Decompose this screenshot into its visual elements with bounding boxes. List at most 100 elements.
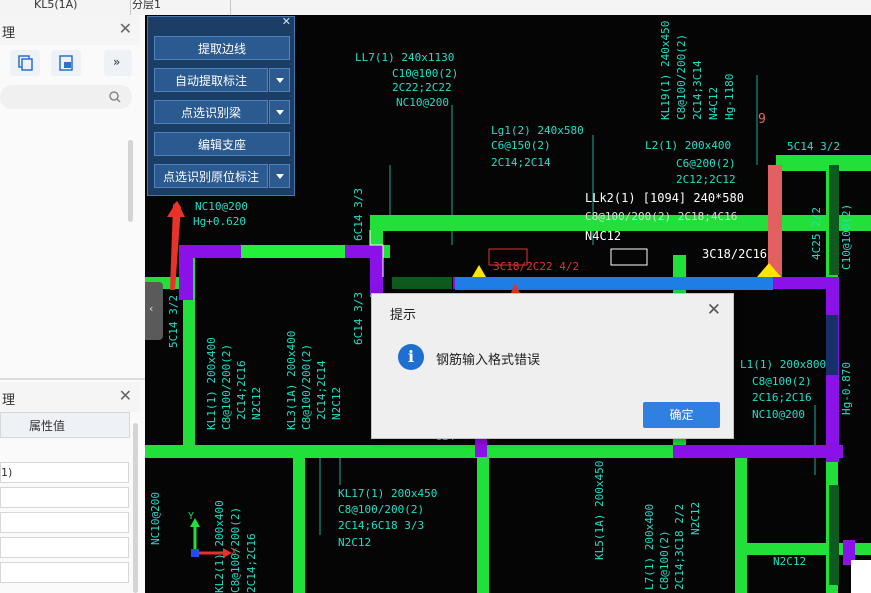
error-label: 3C18/2C22 4/2 (493, 260, 580, 273)
properties-column-header: 属性值 (0, 412, 130, 438)
chevron-down-icon[interactable] (269, 164, 290, 188)
property-row[interactable] (0, 537, 129, 558)
property-row[interactable] (0, 562, 129, 583)
selected-beam-label: C8@100/200(2) 2C18;4C16 (585, 210, 738, 223)
beam-label: KL3(1A) 200x400 (285, 330, 298, 430)
beam-label: 2C22;2C22 (392, 81, 452, 94)
beam-label: C6@150(2) (491, 139, 551, 152)
beam-label: C10@100(2) (840, 203, 853, 270)
export-icon (59, 55, 73, 71)
beam-label: KL1(1) 200x400 (205, 337, 218, 430)
beam-label: C10@100(2) (392, 67, 459, 80)
beam-label: NC10@200 (396, 96, 449, 109)
annotation-layer: LL7(1) 240x1130 C10@100(2) 2C22;2C22 NC1… (145, 15, 871, 593)
close-icon[interactable]: ✕ (118, 19, 132, 38)
beam-label: KL19(1) 240x450 (659, 20, 672, 120)
property-value-header: 属性值 (29, 419, 66, 433)
scrollbar[interactable] (128, 140, 133, 222)
left-panel: 理 ✕ » 理 ✕ 属性值 1) (0, 15, 145, 593)
beam-label: 2C14;2C16 (245, 533, 258, 593)
chevron-down-icon[interactable] (269, 68, 290, 92)
beam-label: C8@100/200(2) (220, 343, 233, 430)
auto-extract-label-button[interactable]: 自动提取标注 (154, 68, 268, 92)
more-button[interactable]: » (104, 50, 132, 76)
beam-label: 2C14;6C18 3/3 (338, 519, 425, 532)
export-button[interactable] (51, 50, 81, 76)
selected-beam-label: LLk2(1) [1094] 240*580 (585, 191, 744, 205)
beam-label: 2C16;2C16 (752, 391, 812, 404)
beam-label: 2C12;2C12 (676, 173, 736, 186)
beam-label: C8@100/200(2) (675, 33, 688, 120)
beam-label: C8@100/200(2) (300, 343, 313, 430)
tab-kl5[interactable]: KL5(1A) (30, 0, 131, 15)
chevron-left-icon: ‹ (149, 302, 154, 315)
beam-label: NC10@200 (149, 492, 162, 545)
dialog-message: 钢筋输入格式错误 (436, 353, 541, 368)
sidebar-collapse-handle[interactable]: ‹ (145, 282, 163, 340)
beam-label: Hg-1180 (723, 73, 736, 120)
beam-label: 2C14;2C14 (315, 360, 328, 420)
edit-support-button[interactable]: 编辑支座 (154, 132, 290, 156)
close-icon[interactable]: ✕ (706, 300, 721, 320)
extract-edge-button[interactable]: 提取边线 (154, 36, 290, 60)
double-chevron-right-icon: » (113, 55, 121, 69)
search-icon (109, 91, 121, 103)
beam-label: 6C14 3/3 (352, 292, 365, 345)
property-row[interactable] (0, 487, 129, 508)
close-icon[interactable]: ✕ (281, 15, 291, 28)
beam-label: Lg1(2) 240x580 (491, 124, 584, 137)
beam-label: L7(1) 200x400 (643, 503, 656, 590)
beam-label: 5C14 3/2 (787, 140, 840, 153)
beam-label: L2(1) 200x400 (645, 139, 732, 152)
prompt-dialog: 提示 ✕ i 钢筋输入格式错误 确定 (371, 293, 734, 439)
properties-title: 理 (2, 393, 16, 408)
beam-label: 2C14;2C16 (235, 360, 248, 420)
beam-label: N2C12 (330, 386, 343, 420)
beam-label: 3C18/2C16 (702, 247, 768, 261)
beam-label: N4C12 (707, 86, 720, 120)
beam-label: LL7(1) 240x1130 (355, 51, 455, 64)
beam-label: 2C14;2C14 (491, 156, 551, 169)
copy-icon (18, 55, 33, 71)
pick-identify-origin-button[interactable]: 点选识别原位标注 (154, 164, 268, 188)
divider (0, 378, 145, 380)
beam-label: NC10@200 (195, 200, 248, 213)
tab-layer[interactable]: 分层1 (128, 0, 231, 15)
beam-label: NC10@200 (752, 408, 805, 421)
beam-label: 2C14;3C18 2/2 (673, 503, 686, 590)
beam-label: C8@100(2) (658, 530, 671, 590)
x-axis-label: X (231, 547, 238, 558)
pick-identify-beam-button[interactable]: 点选识别梁 (154, 100, 268, 124)
beam-label: KL17(1) 200x450 (338, 487, 438, 500)
chevron-down-icon[interactable] (269, 100, 290, 124)
beam-label: 2C14;3C14 (691, 60, 704, 120)
panel-title: 理 (2, 26, 16, 41)
beam-label: L1(1) 200x800 (740, 358, 827, 371)
dialog-title: 提示 (390, 308, 417, 323)
beam-label: Hg+0.620 (193, 215, 246, 228)
info-icon: i (398, 344, 424, 370)
ok-button[interactable]: 确定 (643, 402, 720, 428)
tab-bar: KL5(1A) 分层1 (0, 0, 871, 16)
scrollbar[interactable] (133, 423, 138, 593)
close-icon[interactable]: ✕ (118, 386, 132, 405)
beam-label: N2C12 (250, 386, 263, 420)
properties-panel-header: 理 ✕ (0, 382, 140, 412)
beam-label: N2C12 (689, 501, 702, 535)
beam-label: 6C14 3/3 (352, 188, 365, 241)
beam-label: Hg-0.870 (840, 362, 853, 415)
beam-label: C8@100/200(2) (338, 503, 425, 516)
beam-label: C6@200(2) (676, 157, 736, 170)
beam-label: 4C25 2/2 (810, 207, 823, 260)
beam-label: N2C12 (338, 536, 372, 549)
beam-label: KL5(1A) 200x450 (593, 460, 606, 560)
property-value: 1) (1, 466, 13, 479)
beam-label: 9 (758, 112, 766, 127)
property-row[interactable]: 1) (0, 462, 129, 483)
property-row[interactable] (0, 512, 129, 533)
search-input[interactable] (0, 85, 132, 109)
beam-label: N2C12 (773, 555, 807, 568)
layer-panel-header: 理 ✕ (0, 15, 140, 45)
copy-button[interactable] (10, 50, 40, 76)
beam-label: KL2(1) 200x400 (213, 500, 226, 593)
